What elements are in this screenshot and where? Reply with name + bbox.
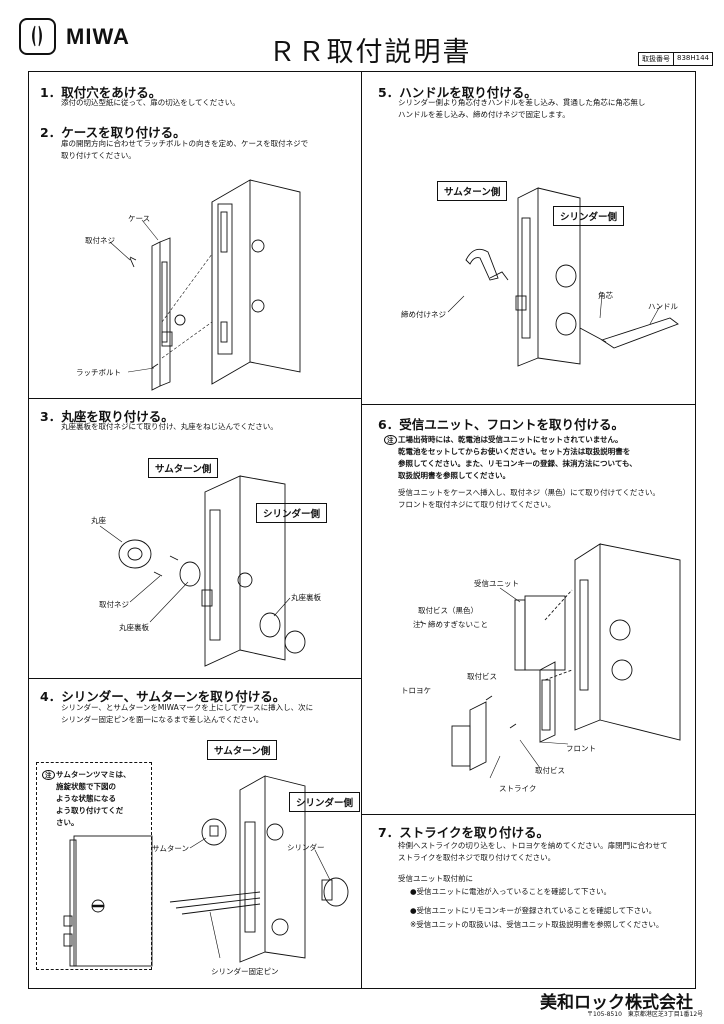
note-6-line-1: 工場出荷時には、乾電池は受信ユニットにセットされていません。 xyxy=(398,435,623,444)
step-4-cylinder-diagram xyxy=(169,775,349,963)
label-screw-black: 取付ビス（黒色） xyxy=(418,606,478,615)
note-4-line-5: さい。 xyxy=(56,818,79,827)
step-2-text-2: 取り付けてください。 xyxy=(61,151,136,160)
step-2-case-diagram xyxy=(109,179,301,391)
step-5-handle-diagram xyxy=(447,187,679,367)
label-case: ケース xyxy=(128,214,151,223)
step-7-title: 7．ストライクを取り付ける。 xyxy=(378,825,549,840)
tag-thumbturn-side-5: サムターン側 xyxy=(437,181,508,201)
step-6-text-2: フロントを取付ネジにて取り付けてください。 xyxy=(398,500,556,509)
note-mark-4: 注 xyxy=(42,769,55,781)
step-7-text-2: ストライクを取付ネジで取り付けてください。 xyxy=(398,853,556,862)
note-4-line-2: 施錠状態で下図の xyxy=(56,782,116,791)
label-receiver-unit: 受信ユニット xyxy=(474,579,519,588)
step-4-text-1: シリンダー、とサムターンをMIWAマークを上にしてケースに挿入し、次に xyxy=(61,703,314,712)
logo-wordmark: MIWA xyxy=(66,24,130,49)
label-toroyoke: トロヨケ xyxy=(401,686,431,695)
step-3-text: 丸座裏板を取付ネジにて取り付け、丸座をねじ込んでください。 xyxy=(61,422,278,431)
label-screw-b: 取付ビス xyxy=(535,766,565,775)
separator-right-1 xyxy=(361,404,696,405)
step-6-text-1: 受信ユニットをケースへ挿入し、取付ネジ（黒色）にて取り付けてください。 xyxy=(398,488,660,497)
separator-left-2 xyxy=(28,678,361,679)
tag-thumbturn-side-4: サムターン側 xyxy=(207,740,278,760)
label-rosette-plate-a: 丸座裏板 xyxy=(119,623,149,632)
label-latch-bolt: ラッチボルト xyxy=(76,368,121,377)
note-4-line-1: サムターンツマミは、 xyxy=(56,770,131,779)
step-5-text-2: ハンドルを差し込み、締め付けネジで固定します。 xyxy=(398,110,570,119)
step-2-title: 2．ケースを取り付ける。 xyxy=(40,125,186,140)
page-title: ＲＲ取付説明書 xyxy=(268,37,472,68)
separator-right-2 xyxy=(361,814,696,815)
miwa-logo-mark xyxy=(19,18,56,55)
separator-left-1 xyxy=(28,398,361,399)
step-6-title: 6．受信ユニット、フロントを取り付ける。 xyxy=(378,417,624,432)
step-5-title: 5．ハンドルを取り付ける。 xyxy=(378,85,537,100)
note-6-line-2: 乾電池をセットしてからお使いください。セット方法は取扱説明書を xyxy=(398,447,631,456)
label-strike: ストライク xyxy=(499,784,537,793)
step-6-receiver-diagram xyxy=(419,543,681,779)
doc-no-value: 838H144 xyxy=(673,53,712,65)
thumbturn-lock-state-diagram xyxy=(63,835,153,967)
label-rosette-plate-b: 丸座裏板 xyxy=(291,593,321,602)
label-handle: ハンドル xyxy=(648,302,678,311)
label-screw: 取付ネジ xyxy=(85,236,115,245)
tag-thumbturn-side: サムターン側 xyxy=(148,458,219,478)
note-4-line-4: よう取り付けてくだ xyxy=(56,806,124,815)
label-front: フロント xyxy=(566,744,596,753)
tag-cylinder-side-5: シリンダー側 xyxy=(553,206,625,226)
note-6-line-3: 参照してください。また、リモコンキーの登録、抹消方法についても、 xyxy=(398,459,637,468)
step-1-text: 添付の切込型紙に従って、扉の切込をしてください。 xyxy=(61,98,240,107)
column-divider xyxy=(361,71,362,989)
note-mark-6: 注 xyxy=(384,434,397,446)
step-4-text-2: シリンダー固定ピンを面一になるまで差し込んでください。 xyxy=(61,715,264,724)
step-1-title: 1．取付穴をあける。 xyxy=(40,85,162,100)
step-7-text-1: 枠側へストライクの切り込をし、トロヨケを納めてください。扉閉門に合わせて xyxy=(398,841,668,850)
step-4-title: 4．シリンダー、サムターンを取り付ける。 xyxy=(40,689,286,704)
step-3-title: 3．丸座を取り付ける。 xyxy=(40,409,174,424)
label-cylinder-pin: シリンダー固定ピン xyxy=(211,967,279,976)
label-screw-3: 取付ネジ xyxy=(99,600,129,609)
step-2-text-1: 扉の開閉方向に合わせてラッチボルトの向きを定め、ケースを取付ネジで xyxy=(61,139,309,148)
label-no-overtighten: 注）締めすぎないこと xyxy=(413,620,488,629)
note-6-line-4: 取扱説明書を参照してください。 xyxy=(398,471,511,480)
step-7-bullet-2: ●受信ユニットにリモコンキーが登録されていることを確認して下さい。 xyxy=(410,906,657,915)
step-7-bullet-1: ●受信ユニットに電池が入っていることを確認して下さい。 xyxy=(410,887,611,896)
label-spindle: 角芯 xyxy=(598,291,613,300)
content-frame xyxy=(28,71,696,989)
label-thumbturn: サムターン xyxy=(152,844,189,853)
step-5-text-1: シリンダー側より角芯付きハンドルを差し込み、貫通した角芯に角芯無し xyxy=(398,98,646,107)
label-fastening-screw: 締め付けネジ xyxy=(401,310,446,319)
tag-cylinder-side: シリンダー側 xyxy=(256,503,328,523)
step-7-remark: ※受信ユニットの取扱いは、受信ユニット取扱説明書を参照してください。 xyxy=(410,920,664,929)
step-3-rosette-diagram xyxy=(99,475,306,667)
tag-cylinder-side-4: シリンダー側 xyxy=(289,792,361,812)
thumbturn-note-box xyxy=(36,762,152,970)
label-screw-a: 取付ビス xyxy=(467,672,497,681)
company-name: 美和ロック株式会社 xyxy=(540,993,693,1013)
company-address: 〒105-8510 東京都港区芝3丁目1番12号 xyxy=(587,1011,704,1018)
doc-no-label: 取扱番号 xyxy=(642,55,670,63)
step-7-pre-title: 受信ユニット取付前に xyxy=(398,874,473,883)
document-number: 取扱番号 838H144 xyxy=(638,52,713,66)
label-cylinder: シリンダー xyxy=(287,843,325,852)
note-4-line-3: ような状態になる xyxy=(56,794,116,803)
label-rosette: 丸座 xyxy=(91,516,106,525)
